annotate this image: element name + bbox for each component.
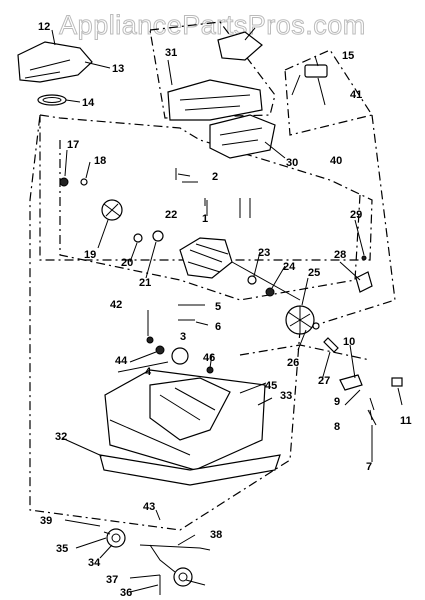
- top-cover-part: [217, 31, 263, 61]
- callout-14: 14: [82, 97, 95, 109]
- callout-5: 5: [215, 301, 221, 313]
- callout-33: 33: [280, 390, 292, 402]
- callout-6: 6: [215, 321, 221, 333]
- callout-46: 46: [203, 352, 215, 364]
- callout-39: 39: [40, 515, 52, 527]
- callout-11: 11: [400, 415, 412, 427]
- callout-45: 45: [265, 380, 277, 392]
- callout-38: 38: [210, 529, 222, 541]
- cord-clip-part: [304, 64, 328, 78]
- bottom-plate: [99, 454, 281, 486]
- callout-34: 34: [88, 557, 101, 569]
- part-shapes: [17, 27, 403, 595]
- callout-23: 23: [258, 247, 270, 259]
- callout-18: 18: [94, 155, 106, 167]
- callout-27: 27: [318, 375, 330, 387]
- callout-8: 8: [334, 421, 340, 433]
- callout-10: 10: [343, 336, 355, 348]
- pulley-part: [171, 347, 189, 365]
- callout-labels: 1 2 3 4 5 6 7 8 9 10 11 12 13 14 15 17 1…: [38, 21, 412, 599]
- callout-42: 42: [110, 299, 122, 311]
- callout-28: 28: [334, 249, 346, 261]
- callout-29: 29: [350, 209, 362, 221]
- callout-26: 26: [287, 357, 299, 369]
- callout-43: 43: [143, 501, 155, 513]
- callout-17: 17: [67, 139, 79, 151]
- callout-24: 24: [283, 261, 296, 273]
- callout-13: 13: [112, 63, 124, 75]
- callout-2: 2: [212, 171, 218, 183]
- callout-21: 21: [139, 277, 151, 289]
- callout-35: 35: [56, 543, 68, 555]
- callout-40: 40: [330, 155, 342, 167]
- callout-44: 44: [115, 355, 128, 367]
- callout-31: 31: [165, 47, 177, 59]
- assembly-boundaries: [29, 21, 396, 531]
- callout-15: 15: [342, 50, 354, 62]
- wheel-part-2: [173, 567, 193, 587]
- callout-36: 36: [120, 587, 132, 599]
- callout-1: 1: [202, 213, 208, 225]
- motor-housing-bottom: [209, 114, 276, 159]
- callout-20: 20: [121, 257, 133, 269]
- callout-9: 9: [334, 396, 340, 408]
- callout-22: 22: [165, 209, 177, 221]
- belt-part: [37, 94, 67, 106]
- wheel-part: [106, 528, 126, 548]
- callout-41: 41: [350, 89, 362, 101]
- callout-25: 25: [308, 267, 320, 279]
- callout-19: 19: [84, 249, 96, 261]
- cover-part: [17, 41, 93, 83]
- motor-armature: [179, 237, 233, 279]
- callout-4: 4: [145, 366, 152, 378]
- callout-30: 30: [286, 157, 298, 169]
- callout-3: 3: [180, 331, 186, 343]
- callout-12: 12: [38, 21, 50, 33]
- callout-32: 32: [55, 431, 67, 443]
- callout-7: 7: [366, 461, 372, 473]
- callout-37: 37: [106, 574, 118, 586]
